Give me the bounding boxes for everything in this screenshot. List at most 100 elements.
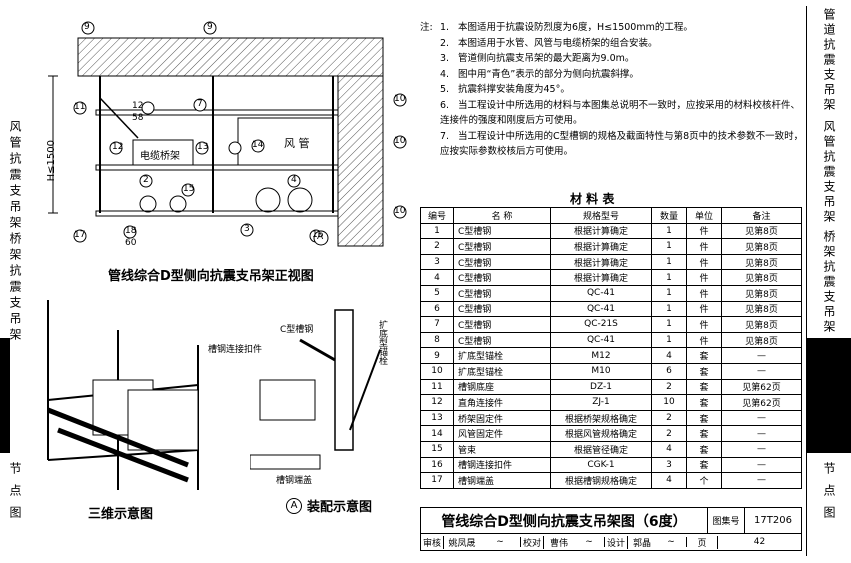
cell-spec: 根据风管规格确定 (550, 425, 652, 442)
c-channel-label: C型槽钢 (280, 325, 314, 335)
cell-spec: 根据桥架规格确定 (550, 409, 652, 427)
cell-name: C型槽钢 (453, 331, 551, 349)
right-tab-tray[interactable]: 桥架抗震支吊架 (807, 230, 851, 335)
cell-remark: 见第8页 (721, 284, 802, 302)
cell-qty: 4 (651, 440, 687, 458)
note-num: 7. (440, 130, 450, 142)
designer-signature: ~ (656, 537, 687, 547)
callout-13: 13 (197, 142, 209, 152)
checker-signature: ~ (574, 537, 605, 547)
tray-label: 电缆桥架 (140, 151, 180, 162)
cell-name: C型槽钢 (453, 316, 551, 333)
cell-qty: 1 (651, 269, 687, 286)
cell-qty: 2 (651, 409, 687, 427)
title-block: 管线综合D型侧向抗震支吊架图（6度） 图集号 17T206 (420, 507, 802, 534)
cell-no: 15 (420, 440, 454, 458)
ceiling-slab (77, 37, 384, 77)
cell-no: 16 (420, 456, 454, 474)
reviewer-signature: ~ (480, 537, 521, 547)
callout-17: 17 (74, 230, 86, 240)
cell-unit: 套 (686, 440, 722, 458)
cell-spec: 根据计算确定 (550, 253, 652, 271)
cell-remark: 见第62页 (721, 394, 802, 411)
air-duct (237, 117, 334, 166)
cell-spec: QC-41 (550, 331, 652, 349)
right-tab-node[interactable]: 节点图 (807, 462, 851, 528)
right-tab-duct-label: 风管抗震支吊架 (822, 120, 836, 225)
col-qty: 数量 (651, 207, 687, 224)
design-label: 设计 (605, 535, 628, 549)
callout-58: 58 (132, 113, 144, 123)
cell-unit: 套 (686, 394, 722, 411)
checker: 曹伟 (549, 538, 568, 549)
left-tab-tray[interactable]: 桥架抗震支吊架 (0, 232, 30, 344)
note-text: 本图适用于抗震设防烈度为6度，H≤1500mm的工程。 (458, 22, 693, 33)
left-tab-node-label: 节点图 (8, 462, 22, 528)
atlas-label: 图集号 (708, 508, 745, 533)
cell-no: 10 (420, 362, 454, 380)
left-tab-duct-label: 风管抗震支吊架 (8, 120, 22, 232)
cell-unit: 件 (686, 269, 722, 286)
cell-unit: 套 (686, 378, 722, 396)
cell-no: 14 (420, 425, 454, 442)
note-text: 图中用“青色”表示的部分为侧向抗震斜撑。 (458, 68, 639, 80)
cell-qty: 1 (651, 316, 687, 333)
right-tab-tray-label: 桥架抗震支吊架 (822, 230, 836, 335)
table-header-row: 编号 名 称 规格型号 数量 单位 备注 (420, 207, 802, 224)
front-view-caption: 管线综合D型侧向抗震支吊架正视图 (108, 269, 314, 284)
cell-qty: 1 (651, 222, 687, 240)
col-no: 编号 (420, 207, 454, 224)
cell-unit: 件 (686, 253, 722, 271)
note-5: 5.抗震斜撑安装角度为45°。 (420, 82, 805, 98)
cell-spec: 根据计算确定 (550, 269, 652, 286)
callout-10b: 10 (394, 136, 406, 146)
note-num: 4. (440, 68, 450, 80)
cable-tray (132, 139, 194, 166)
callout-9b: 9 (207, 22, 213, 32)
note-6: 6.当工程设计中所选用的材料与本图集总说明不一致时，应按采用的材料校核杆件、连接… (420, 98, 805, 129)
cell-qty: 10 (651, 394, 687, 411)
assembly-mark: A (286, 498, 302, 514)
cell-name: C型槽钢 (453, 253, 551, 271)
cell-qty: 1 (651, 284, 687, 302)
cell-no: 3 (420, 253, 454, 271)
right-tab-pipe[interactable]: 管道抗震支吊架 (807, 8, 851, 113)
right-tab-duct[interactable]: 风管抗震支吊架 (807, 120, 851, 225)
cell-qty: 2 (651, 425, 687, 442)
cell-spec: ZJ-1 (550, 394, 652, 411)
cell-spec: 根据管径确定 (550, 440, 652, 458)
cell-name: 管束 (453, 440, 551, 458)
section-mark: A (317, 232, 324, 242)
note-num: 6. (440, 99, 450, 111)
callout-9a: 9 (84, 22, 90, 32)
cell-remark: — (721, 472, 802, 489)
cell-unit: 套 (686, 425, 722, 442)
cell-unit: 件 (686, 331, 722, 349)
cell-no: 13 (420, 409, 454, 427)
side-wall (337, 75, 384, 247)
cell-name: C型槽钢 (453, 269, 551, 286)
cell-unit: 件 (686, 300, 722, 318)
page-label: 页 (687, 535, 718, 549)
iso-caption: 三维示意图 (88, 507, 154, 522)
cell-name: C型槽钢 (453, 300, 551, 318)
cell-remark: 见第8页 (721, 238, 802, 255)
left-tab-node[interactable]: 节点图 (0, 462, 30, 528)
note-2: 2.本图适用于水管、风管与电缆桥架的组合安装。 (420, 36, 805, 52)
cell-no: 12 (420, 394, 454, 411)
cell-qty: 6 (651, 362, 687, 380)
left-tab-duct[interactable]: 风管抗震支吊架 (0, 120, 30, 232)
cell-unit: 件 (686, 238, 722, 255)
callout-18: 18 (125, 226, 137, 236)
col-remark: 备注 (721, 207, 802, 224)
anchor-label: 扩底型锚栓 (377, 320, 387, 365)
cell-remark: 见第8页 (721, 300, 802, 318)
